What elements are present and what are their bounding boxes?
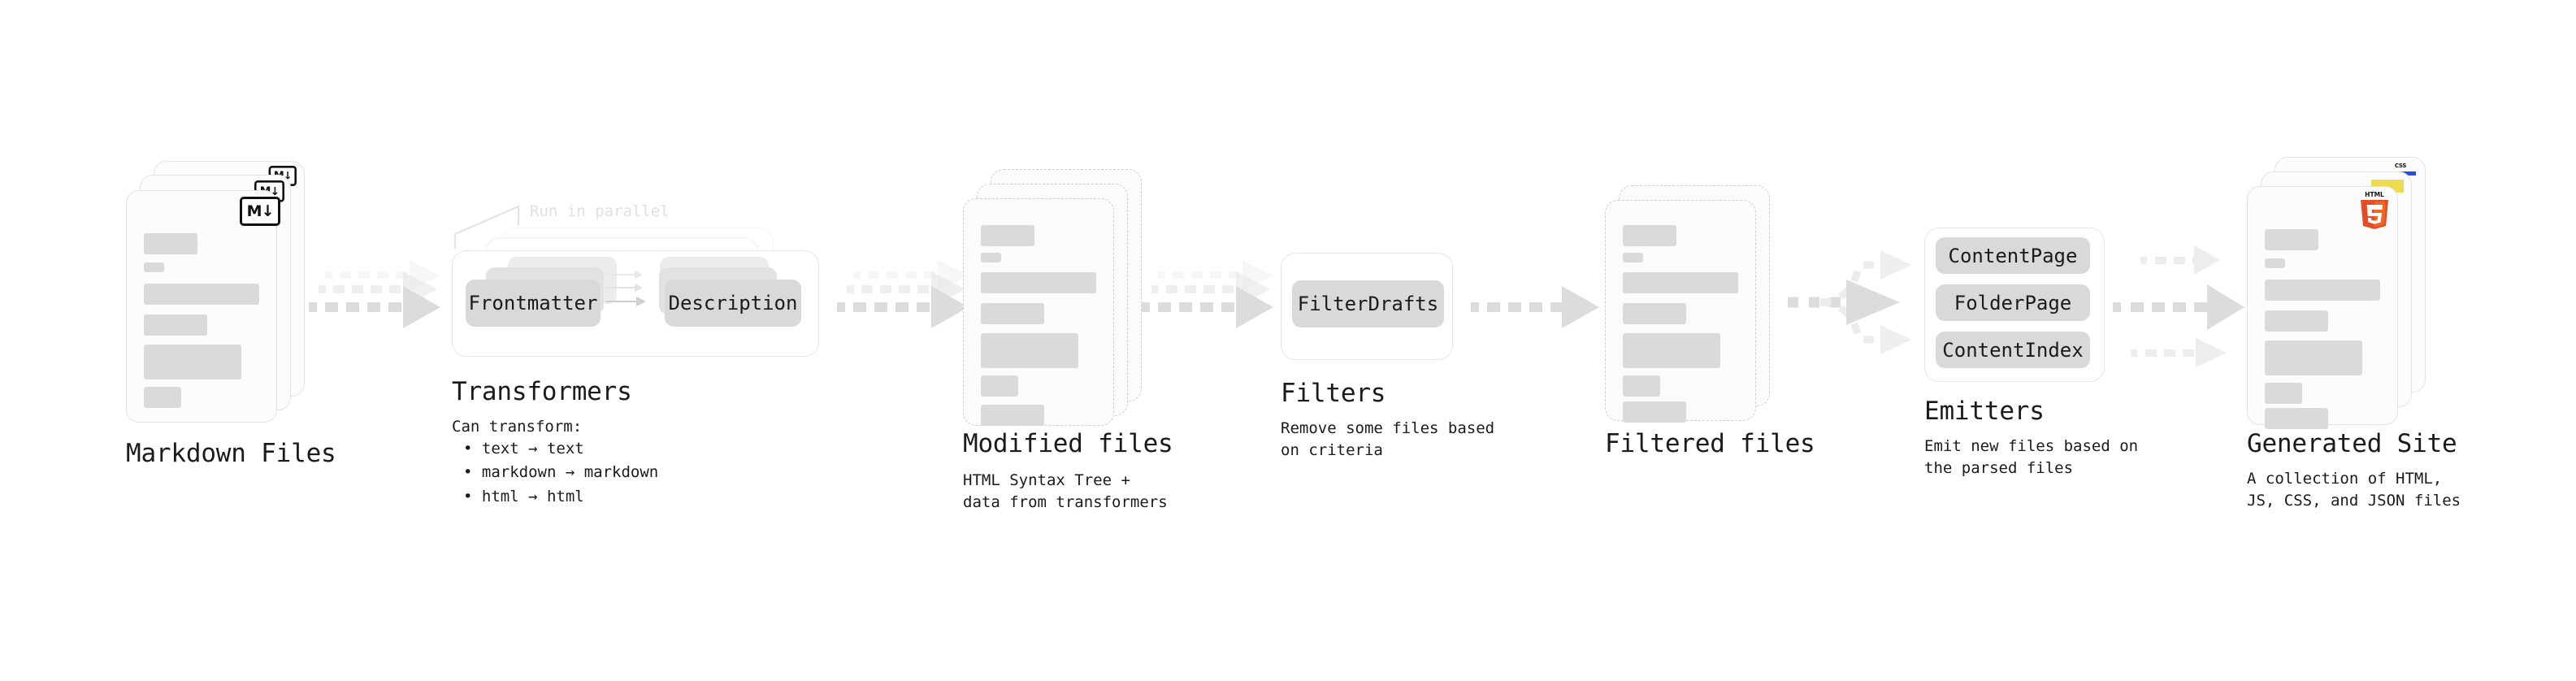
document-content-lines (964, 199, 1113, 426)
pill-label: ContentIndex (1942, 338, 2084, 362)
generated-site-stack: CSS HTML (2247, 157, 2434, 429)
document-content-lines (2248, 187, 2397, 429)
arrow-emitters-to-site (2113, 236, 2251, 374)
arrow-markdown-to-transformers (309, 260, 447, 333)
run-in-parallel-label: Run in parallel (530, 202, 670, 220)
markdown-icon: M↓ (240, 197, 280, 226)
stage-title-markdown-files: Markdown Files (126, 439, 336, 468)
pill-label: FolderPage (1954, 291, 2072, 314)
emitter-pill-contentpage[interactable]: ContentPage (1936, 237, 2090, 274)
modified-files-stack (963, 169, 1142, 426)
stage-subtitle-generated-site: A collection of HTML, JS, CSS, and JSON … (2247, 470, 2461, 510)
stage-subtitle-emitters: Emit new files based on the parsed files (1924, 437, 2139, 477)
transformer-pill-description[interactable]: Description (665, 280, 801, 327)
stage-title-transformers: Transformers (452, 377, 632, 406)
document-content-lines (127, 191, 276, 422)
stage-title-filters: Filters (1281, 379, 1386, 408)
arrow-transformers-to-modified (837, 260, 975, 333)
pill-label: Description (668, 292, 798, 314)
list-item: • text → text (463, 440, 584, 458)
svg-text:HTML: HTML (2365, 191, 2384, 198)
emitter-pill-folderpage[interactable]: FolderPage (1936, 284, 2090, 321)
css-icon-label: CSS (2394, 163, 2407, 169)
document-card-front (963, 198, 1114, 426)
stage-subtitle-filters: Remove some files based on criteria (1281, 419, 1495, 459)
filtered-files-stack (1605, 185, 1784, 426)
pill-label: ContentPage (1948, 244, 2078, 267)
stage-subtitle-modified-files: HTML Syntax Tree + data from transformer… (963, 471, 1168, 511)
arrow-filtered-to-emitters (1788, 236, 1918, 366)
transformer-pill-frontmatter[interactable]: Frontmatter (466, 280, 601, 327)
html5-icon: HTML (2357, 190, 2392, 229)
pill-label: FilterDrafts (1297, 293, 1439, 315)
stage-subtitle-transformers: Can transform: (452, 418, 583, 436)
emitter-pill-contentindex[interactable]: ContentIndex (1936, 332, 2090, 368)
stage-title-emitters: Emitters (1924, 397, 2045, 426)
arrow-filters-to-filtered (1471, 286, 1601, 328)
stage-title-generated-site: Generated Site (2247, 429, 2457, 458)
stage-title-modified-files: Modified files (963, 429, 1173, 458)
pill-label: Frontmatter (468, 292, 598, 314)
document-content-lines (1606, 201, 1755, 423)
arrow-modified-to-filters (1142, 260, 1280, 333)
list-item: • markdown → markdown (463, 463, 659, 482)
transformer-inner-arrows (605, 268, 695, 317)
markdown-files-stack: M↓ M↓ M↓ (126, 161, 305, 423)
stage-title-filtered-files: Filtered files (1605, 429, 1815, 458)
run-in-parallel-bracket (453, 202, 551, 250)
document-card-front (1605, 200, 1756, 423)
document-card-front (126, 190, 277, 423)
filter-pill-filterdrafts[interactable]: FilterDrafts (1292, 280, 1444, 327)
transformers-bullet-list: • text → text • markdown → markdown • ht… (452, 437, 658, 509)
list-item: • html → html (463, 487, 584, 505)
